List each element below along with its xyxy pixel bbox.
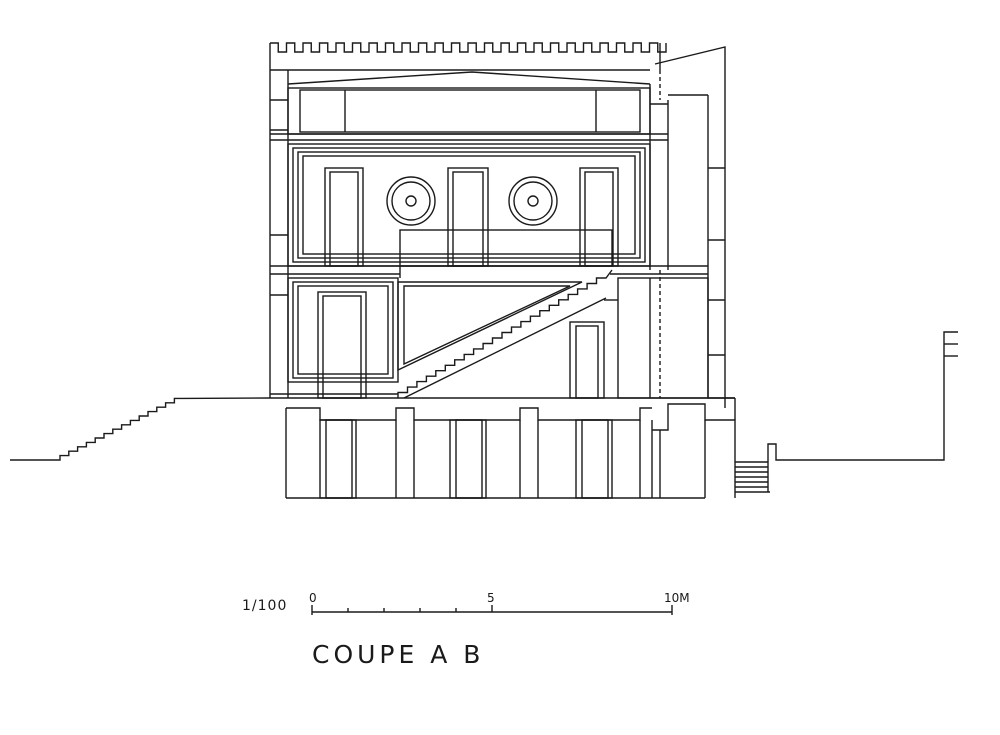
basement-level (285, 403, 770, 499)
middle-level (287, 277, 709, 399)
rosette-right (508, 176, 558, 226)
ground-line-right (735, 331, 958, 492)
crenellated-parapet (269, 42, 667, 71)
right-tower (654, 46, 736, 420)
scale-tick-label: 0 (309, 591, 317, 605)
rosette-left (386, 176, 436, 226)
ground-floor-slab (270, 393, 735, 399)
drawing-title: COUPE A B (312, 640, 485, 669)
upper-hall (287, 143, 651, 267)
scale-tick-label: 5 (487, 591, 495, 605)
scale-tick-label: 10M (664, 591, 690, 605)
scale-ratio-label: 1/100 (242, 598, 288, 614)
attic-level (270, 71, 668, 141)
ground-line-left (10, 397, 271, 461)
middle-floor-slab (270, 265, 708, 278)
graphic-scale (311, 605, 673, 615)
interior-staircase (397, 269, 613, 399)
